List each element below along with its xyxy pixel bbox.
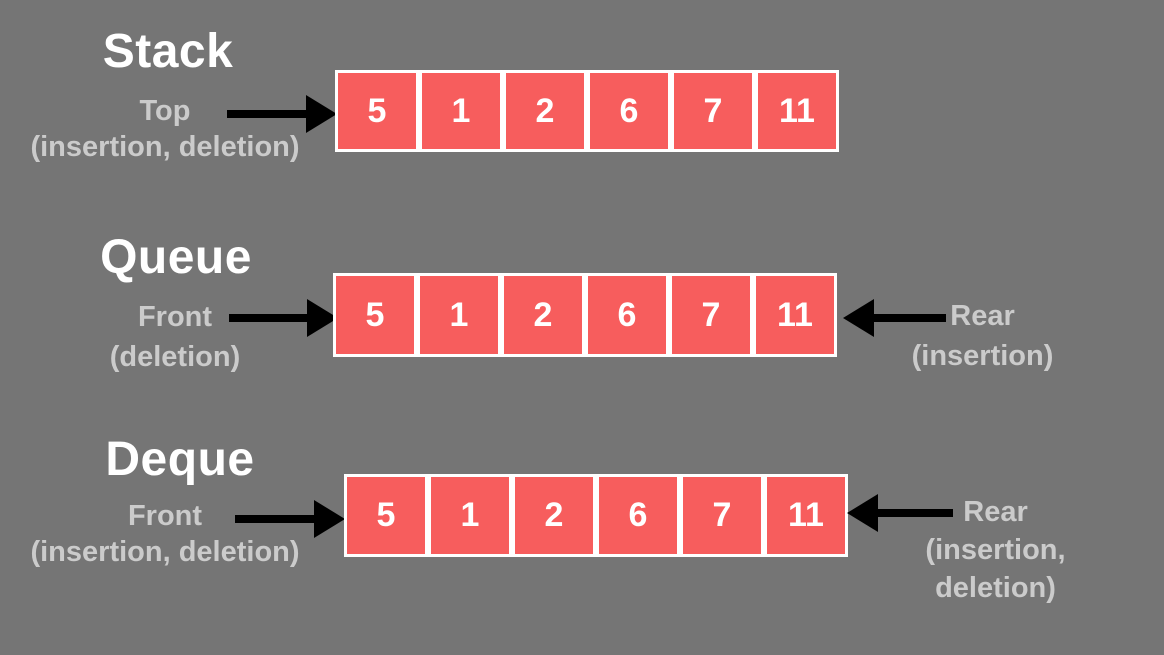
deque-cell-2: 2 [512,474,596,557]
deque-front-label-line2: (insertion, deletion) [30,536,300,568]
stack-title: Stack [102,25,234,78]
deque-cell-1: 1 [428,474,512,557]
queue-cell-5: 11 [753,273,837,357]
queue-front-label-line1: Front [137,301,213,333]
deque-rear-label-line1: Rear [963,496,1028,528]
queue-cell-3: 6 [585,273,669,357]
deque-rear-label-line2: (insertion, [925,534,1066,566]
stack-cell-1: 1 [419,70,503,152]
queue-front-label: Front (deletion) [25,297,325,377]
arrow-head [306,95,337,133]
stack-arrow-right-icon [227,95,337,133]
arrow-shaft [229,314,307,322]
queue-cell-1: 1 [417,273,501,357]
deque-rear-label: Rear (insertion, deletion) [893,493,1098,607]
deque-cell-4: 7 [680,474,764,557]
stack-cell-0: 5 [335,70,419,152]
queue-rear-label-line1: Rear [950,300,1015,332]
deque-cell-5: 11 [764,474,848,557]
arrow-head [314,500,345,538]
stack-cell-2: 2 [503,70,587,152]
arrow-head [307,299,338,337]
stack-left-label-line2: (insertion, deletion) [30,131,300,163]
stack-cell-4: 7 [671,70,755,152]
arrow-shaft [874,314,946,322]
stack-cell-3: 6 [587,70,671,152]
queue-front-label-line2: (deletion) [109,341,241,373]
deque-title: Deque [105,433,255,486]
deque-front-arrow-right-icon [235,500,345,538]
deque-rear-label-line3: deletion) [935,572,1056,604]
queue-rear-label: Rear (insertion) [880,296,1085,376]
deque-front-label: Front (insertion, deletion) [10,498,320,570]
deque-rear-arrow-left-icon [847,494,953,532]
deque-front-label-line1: Front [127,500,203,532]
arrow-head [843,299,874,337]
queue-title: Queue [100,231,252,284]
queue-box-row: 5 1 2 6 7 11 [333,273,837,357]
arrow-shaft [227,110,306,118]
deque-cell-0: 5 [344,474,428,557]
stack-left-label-line1: Top [139,95,191,127]
arrow-shaft [235,515,314,523]
queue-cell-2: 2 [501,273,585,357]
stack-left-label: Top (insertion, deletion) [10,93,320,165]
queue-cell-4: 7 [669,273,753,357]
queue-cell-0: 5 [333,273,417,357]
arrow-shaft [878,509,953,517]
deque-box-row: 5 1 2 6 7 11 [344,474,848,557]
deque-cell-3: 6 [596,474,680,557]
stack-box-row: 5 1 2 6 7 11 [335,70,839,152]
queue-rear-label-line2: (insertion) [911,340,1054,372]
queue-rear-arrow-left-icon [843,299,946,337]
stack-cell-5: 11 [755,70,839,152]
arrow-head [847,494,878,532]
queue-front-arrow-right-icon [229,299,338,337]
